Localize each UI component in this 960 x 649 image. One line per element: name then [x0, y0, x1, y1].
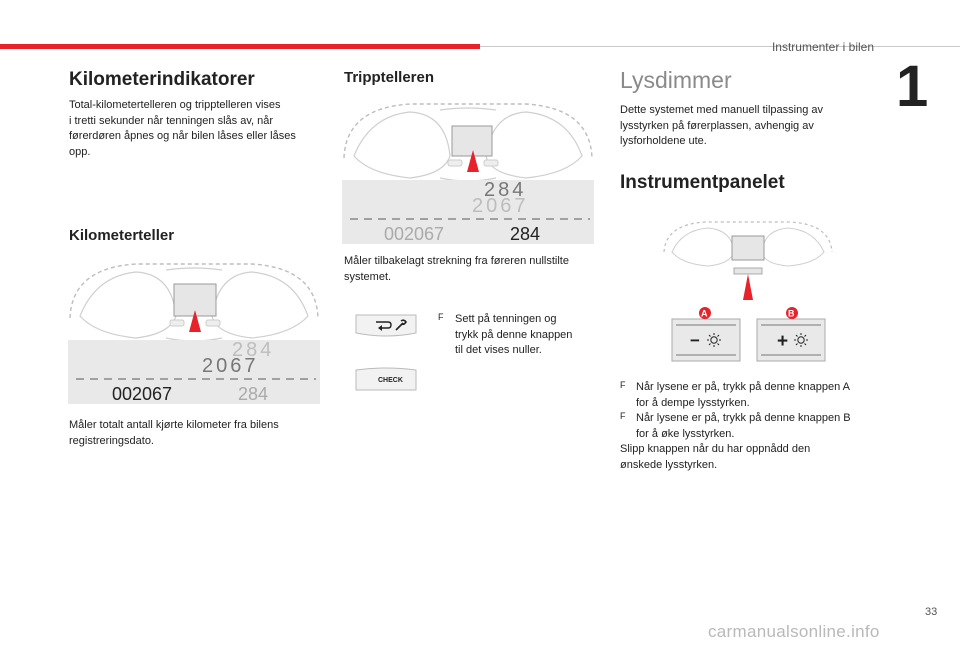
bullet-line: for å dempe lysstyrken.	[636, 396, 750, 409]
bullet-line: Når lysene er på, trykk på denne knappen…	[636, 412, 851, 424]
bullet-line: trykk på denne knappen	[455, 328, 573, 341]
intro-line: lysstyrken på førerplassen, avhengig av	[620, 119, 814, 132]
sun-icon	[794, 333, 808, 347]
lower-display-total: 002067	[112, 384, 172, 404]
plus-icon: +	[777, 331, 788, 352]
intro-line: lysforholdene ute.	[620, 135, 707, 147]
caption-line: registreringsdato.	[69, 434, 154, 447]
dimmer-button-a: A −	[671, 307, 741, 362]
dimmer-cluster-illustration	[663, 221, 833, 300]
intro-line: Total-kilometertelleren og tripptelleren…	[69, 99, 281, 111]
dimmer-instructions: F Når lysene er på, trykk på denne knapp…	[620, 380, 890, 473]
reset-bullet: F Sett på tenningen og trykk på denne kn…	[438, 312, 588, 359]
intro-line: i tretti sekunder når tenningen slås av,…	[69, 114, 274, 127]
intro-line: Dette systemet med manuell tilpassing av	[620, 104, 823, 116]
bullet-line: Når lysene er på, trykk på denne knappen…	[636, 381, 851, 393]
bullet-marker: F	[438, 312, 444, 322]
upper-display-trip: 284	[232, 339, 274, 361]
header-red-bar	[0, 44, 480, 49]
section-title-lysdimmer: Lysdimmer	[620, 67, 732, 93]
pointer-arrow-icon	[467, 150, 479, 172]
chapter-title: Instrumenter i bilen	[771, 40, 874, 54]
upper-display-total: 2067	[472, 195, 529, 217]
bullet-line: til det vises nuller.	[455, 344, 542, 356]
caption-line: Måler totalt antall kjørte kilometer fra…	[69, 419, 279, 431]
pointer-arrow-icon	[743, 274, 753, 300]
return-arrow-icon	[376, 321, 392, 329]
odometer-caption: Måler totalt antall kjørte kilometer fra…	[69, 418, 329, 449]
trip-cluster-illustration: 284 2067 002067 284	[342, 103, 594, 244]
closing-line: Slipp knappen når du har oppnådd den	[620, 443, 811, 455]
sun-icon	[707, 333, 721, 347]
section-title-tripptelleren: Tripptelleren	[344, 69, 435, 86]
subtitle-kilometerteller: Kilometerteller	[69, 227, 175, 244]
dimmer-button-b: B +	[756, 307, 826, 362]
caption-line: Måler tilbakelagt strekning fra føreren …	[344, 255, 569, 267]
chapter-number: 1	[896, 54, 929, 119]
watermark-site: carmanualsonline.info	[708, 622, 880, 641]
bullet-marker: F	[620, 380, 626, 390]
subtitle-instrumentpanelet: Instrumentpanelet	[620, 172, 785, 193]
wrench-icon	[395, 319, 407, 331]
intro-line: førerdøren åpnes og når bilen låses elle…	[69, 130, 296, 142]
header-grey-rule	[480, 46, 960, 47]
pointer-arrow-icon	[189, 310, 201, 332]
lower-display-total: 002067	[384, 224, 444, 244]
caption-line: systemet.	[344, 270, 392, 283]
closing-line: ønskede lysstyrken.	[620, 458, 718, 471]
odometer-cluster-illustration: 284 2067 002067 284	[68, 263, 320, 404]
bullet-line: Sett på tenningen og	[455, 313, 557, 325]
section-title-kilometerindikatorer: Kilometerindikatorer	[69, 69, 255, 90]
reset-button-illustration	[355, 314, 417, 337]
lower-display-trip: 284	[510, 224, 540, 244]
button-a-label: A	[701, 309, 708, 319]
bullet-marker: F	[620, 411, 626, 421]
intro-paragraph: Total-kilometertelleren og tripptelleren…	[69, 98, 329, 160]
page-number: 33	[925, 606, 938, 618]
check-label: CHECK	[378, 377, 403, 384]
bullet-item: F Når lysene er på, trykk på denne knapp…	[620, 411, 890, 442]
intro-line: opp.	[69, 145, 91, 158]
bullet-item: F Når lysene er på, trykk på denne knapp…	[620, 380, 890, 411]
upper-display-total: 2067	[202, 355, 259, 377]
dimmer-intro: Dette systemet med manuell tilpassing av…	[620, 103, 880, 150]
lower-display-trip: 284	[238, 384, 268, 404]
trip-caption: Måler tilbakelagt strekning fra føreren …	[344, 254, 604, 285]
bullet-line: for å øke lysstyrken.	[636, 427, 735, 440]
upper-display-trip: 284	[484, 179, 526, 201]
button-b-label: B	[788, 309, 795, 319]
minus-icon: −	[690, 331, 700, 350]
check-button-illustration: CHECK	[355, 367, 417, 391]
